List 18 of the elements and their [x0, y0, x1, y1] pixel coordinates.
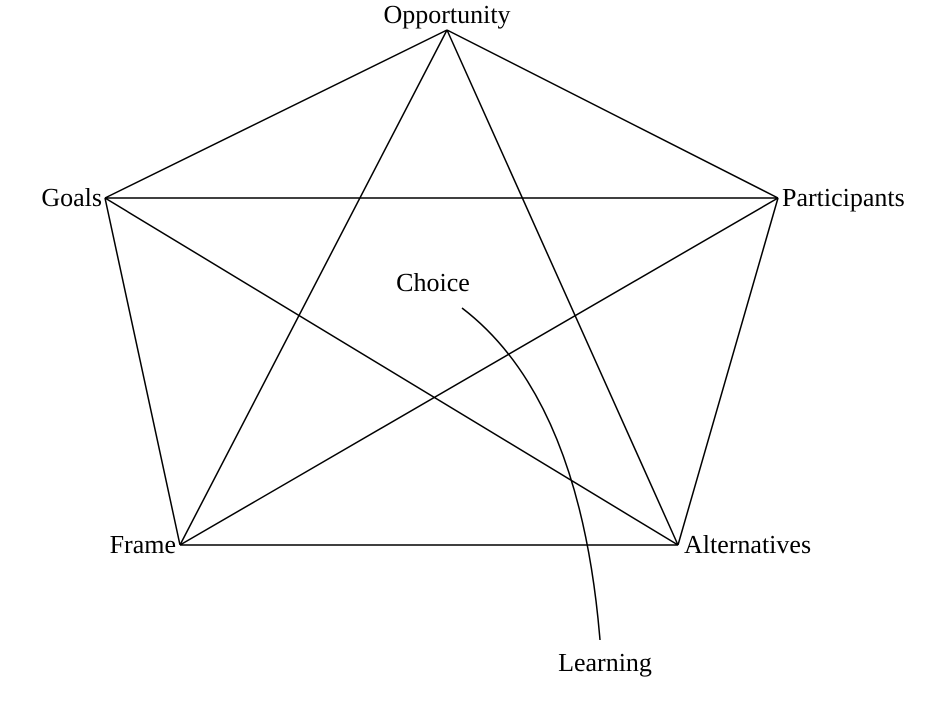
node-label: Goals	[41, 183, 102, 213]
line	[677, 198, 779, 546]
node-label: Choice	[396, 268, 470, 298]
line	[180, 544, 678, 546]
line	[446, 29, 778, 199]
curved-line	[462, 307, 601, 640]
line	[179, 30, 448, 546]
node-label: Alternatives	[684, 530, 812, 560]
line	[104, 29, 448, 199]
line	[180, 197, 778, 546]
line	[446, 30, 679, 546]
node-label: Participants	[782, 183, 905, 213]
node-label: Opportunity	[383, 0, 511, 30]
node-label: Learning	[558, 648, 652, 678]
line	[104, 197, 678, 546]
line	[105, 197, 778, 199]
line	[104, 198, 181, 546]
node-label: Frame	[110, 530, 176, 560]
